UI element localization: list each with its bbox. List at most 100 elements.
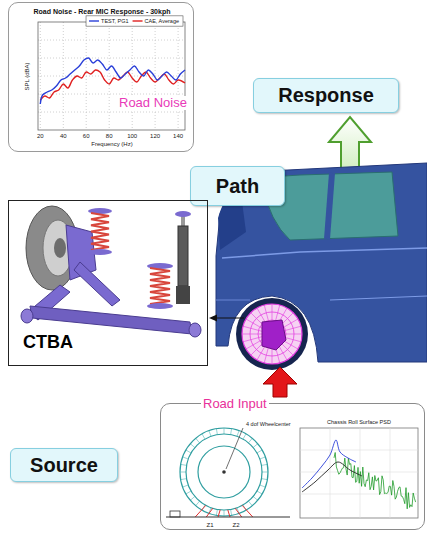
tread-element bbox=[202, 434, 205, 439]
spring-seat bbox=[147, 303, 173, 309]
legend-sample bbox=[133, 20, 143, 21]
legend-label: TEST, PG1 bbox=[101, 18, 129, 24]
tread-element bbox=[209, 431, 211, 437]
coil-spring bbox=[91, 213, 109, 250]
tread-element bbox=[257, 450, 262, 453]
grid-line bbox=[38, 112, 185, 113]
tick-label: 140 bbox=[173, 133, 183, 140]
tick-label: 120 bbox=[150, 133, 160, 140]
psd-curve bbox=[302, 462, 362, 492]
chart-panel: Road Noise - Rear MIC Response - 30kphRo… bbox=[8, 2, 194, 152]
stage-box: Response bbox=[253, 78, 399, 113]
tread-element bbox=[196, 501, 200, 506]
wheel-center bbox=[222, 470, 226, 474]
legend-label: CAE, Average bbox=[145, 18, 179, 24]
chart-title: Road Noise - Rear MIC Response - 30kph bbox=[34, 8, 171, 16]
contact-spring bbox=[235, 508, 242, 517]
tread-element bbox=[224, 428, 225, 434]
mesh-spoke bbox=[243, 326, 264, 332]
tire-model bbox=[180, 428, 268, 517]
chart-annotation: Road Noise bbox=[117, 96, 189, 111]
legend-box bbox=[86, 16, 183, 26]
wheel-mesh bbox=[242, 304, 302, 364]
grid-line bbox=[390, 428, 391, 518]
tread-element bbox=[183, 457, 189, 459]
contact-spring bbox=[195, 505, 206, 517]
grid-line bbox=[300, 494, 418, 495]
tread-element bbox=[253, 496, 258, 500]
plot-frame bbox=[38, 22, 185, 130]
leader-arrow bbox=[215, 318, 244, 319]
grid-line bbox=[300, 450, 418, 451]
tread-element bbox=[261, 464, 267, 465]
grid-line bbox=[40, 22, 41, 130]
trailing-arm bbox=[74, 262, 120, 306]
tread-element bbox=[231, 429, 232, 435]
tick-label: 60 bbox=[83, 133, 90, 140]
tread-element bbox=[253, 444, 258, 448]
leader-line bbox=[226, 428, 243, 469]
contact-spring bbox=[218, 510, 220, 517]
tire-ring bbox=[186, 434, 262, 510]
tread-element bbox=[181, 464, 187, 465]
grid-line bbox=[38, 58, 185, 59]
ground-line bbox=[166, 517, 290, 518]
tread-element bbox=[231, 509, 232, 515]
tread-element bbox=[180, 472, 186, 473]
stage-label: Response bbox=[278, 84, 374, 107]
tread-element bbox=[216, 429, 217, 435]
wheel-arch bbox=[236, 298, 308, 370]
body-highlight bbox=[222, 248, 427, 258]
tread-element bbox=[190, 496, 195, 500]
plot-title: Chassis Roll Surface PSD bbox=[327, 419, 391, 425]
panel-title: Road Input bbox=[201, 397, 269, 412]
legend-sample bbox=[89, 20, 99, 21]
shock-absorber bbox=[178, 226, 188, 286]
tread-element bbox=[248, 501, 252, 506]
tread-element bbox=[260, 457, 266, 459]
bushing bbox=[189, 323, 201, 337]
bumper-line bbox=[216, 299, 250, 300]
grid-line bbox=[38, 40, 185, 41]
tread-element bbox=[237, 431, 239, 437]
tick-label: 100 bbox=[127, 133, 137, 140]
grid-line bbox=[109, 22, 110, 130]
axis-title: Frequency (Hz) bbox=[91, 141, 132, 148]
tick-label: 80 bbox=[106, 133, 113, 140]
grid-line bbox=[330, 428, 331, 518]
tread-element bbox=[260, 485, 266, 487]
psd-curve bbox=[334, 452, 416, 508]
tread-element bbox=[190, 444, 195, 448]
stage-label: Path bbox=[216, 175, 259, 198]
tread-element bbox=[262, 472, 268, 473]
bushing bbox=[21, 309, 33, 323]
coil-spring bbox=[150, 268, 170, 304]
mesh-ring bbox=[242, 304, 302, 364]
tread-element bbox=[224, 510, 225, 516]
part-name: CTBA bbox=[23, 332, 73, 353]
tread-element bbox=[261, 479, 267, 480]
shock-absorber bbox=[176, 286, 190, 304]
hub bbox=[54, 238, 66, 258]
knuckle bbox=[262, 320, 286, 350]
tread-element bbox=[181, 479, 187, 480]
car-pillar bbox=[327, 173, 332, 239]
callout-label: Z2 bbox=[232, 522, 239, 529]
stage-box: Source bbox=[10, 448, 118, 482]
tread-element bbox=[183, 485, 189, 487]
tread-element bbox=[257, 491, 262, 494]
ctba-illustration bbox=[21, 206, 201, 337]
tread-element bbox=[186, 450, 191, 453]
spring-seat bbox=[88, 249, 112, 255]
psd-curve bbox=[302, 440, 356, 488]
input-arrow bbox=[263, 367, 297, 397]
arrow-head bbox=[209, 315, 217, 322]
contact-spring bbox=[228, 510, 230, 517]
grid-line bbox=[38, 94, 185, 95]
road-bump bbox=[170, 511, 180, 517]
body-highlight bbox=[330, 296, 427, 300]
chart-grid bbox=[38, 22, 185, 130]
tread-element bbox=[248, 438, 252, 443]
component-panel: CTBA bbox=[8, 200, 208, 366]
